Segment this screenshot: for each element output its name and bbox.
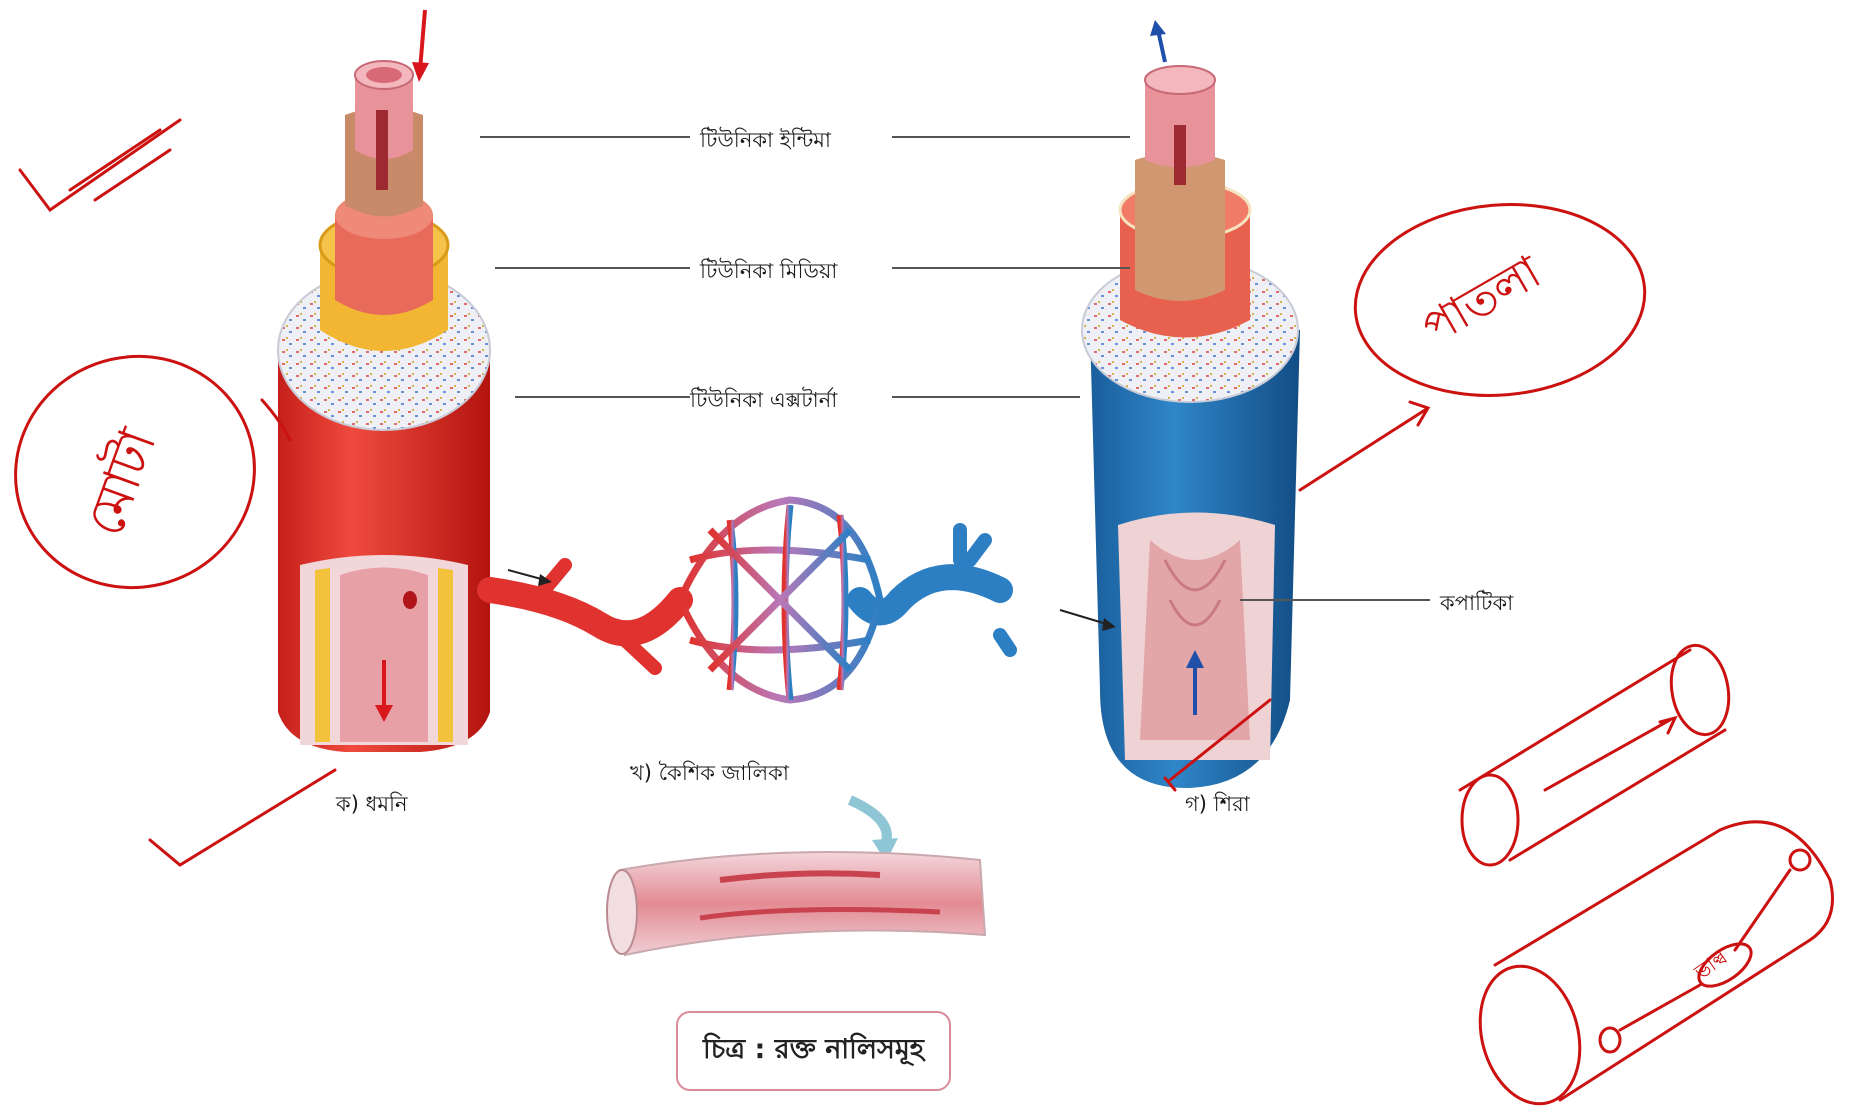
label-tunica-media: টিউনিকা মিডিয়া bbox=[700, 255, 837, 290]
figure-caption: চিত্র : রক্ত নালিসমূহ bbox=[676, 1011, 951, 1091]
artery-illustration bbox=[278, 61, 490, 752]
capillary-network bbox=[490, 500, 1116, 700]
label-valve: কপাটিকা bbox=[1440, 587, 1513, 622]
capillary-tube-detail bbox=[607, 852, 985, 955]
label-tunica-externa: টিউনিকা এক্সটার্না bbox=[690, 384, 837, 419]
vein-illustration bbox=[1082, 20, 1300, 788]
label-capillary: খ) কৈশিক জালিকা bbox=[630, 757, 789, 792]
label-vein: গ) শিরা bbox=[1185, 788, 1250, 823]
label-tunica-intima: টিউনিকা ইন্টিমা bbox=[700, 124, 831, 159]
label-artery: ক) ধমনি bbox=[336, 788, 408, 823]
